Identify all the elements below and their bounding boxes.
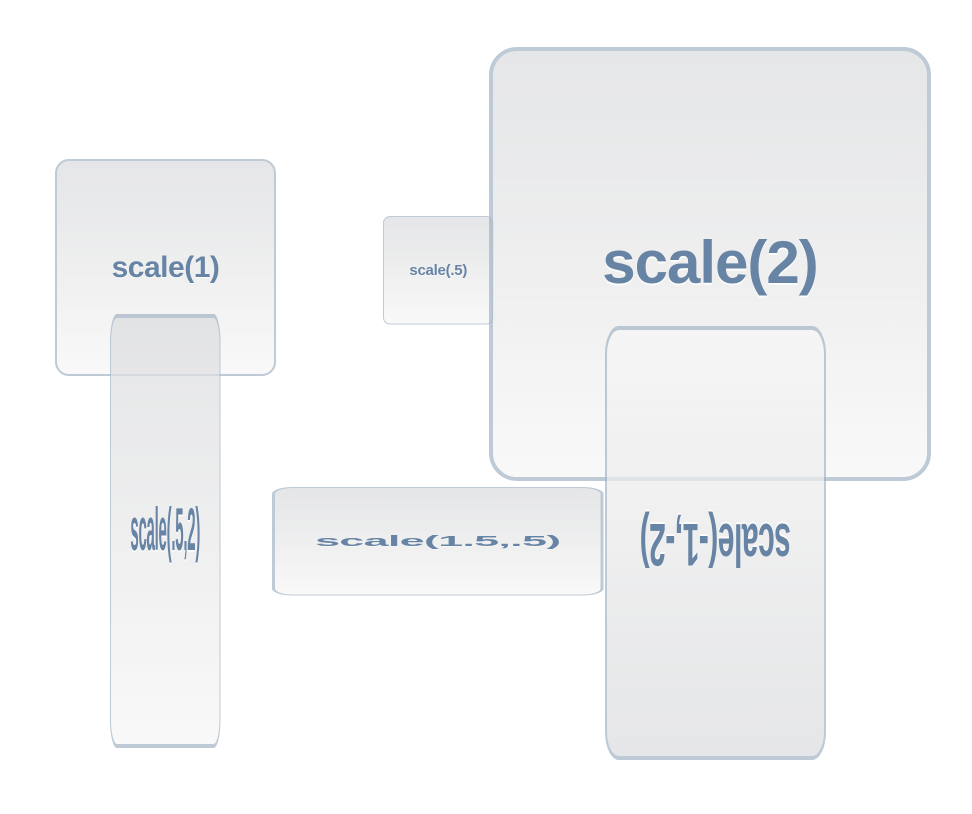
scale-box-scale-half-2[interactable]: scale(.5,2) <box>110 314 221 748</box>
scale-box-scale-neg1-neg2[interactable]: scale(-1,-2) <box>605 326 826 760</box>
scale-box-scale-2[interactable]: scale(2) <box>489 47 931 481</box>
scale-box-scale-1p5-half[interactable]: scale(1.5,.5) <box>272 487 604 596</box>
scale-box-label-scale-neg1-neg2: scale(-1,-2) <box>640 511 791 577</box>
scale-box-label-scale-2: scale(2) <box>602 230 818 296</box>
scale-box-label-scale-half-2: scale(.5,2) <box>130 497 201 563</box>
scale-box-label-scale-half: scale(.5) <box>409 261 468 279</box>
scale-box-label-scale-1p5-half: scale(1.5,.5) <box>315 532 561 550</box>
scale-box-scale-half[interactable]: scale(.5) <box>383 216 494 325</box>
scale-box-label-scale-1: scale(1) <box>111 250 220 284</box>
